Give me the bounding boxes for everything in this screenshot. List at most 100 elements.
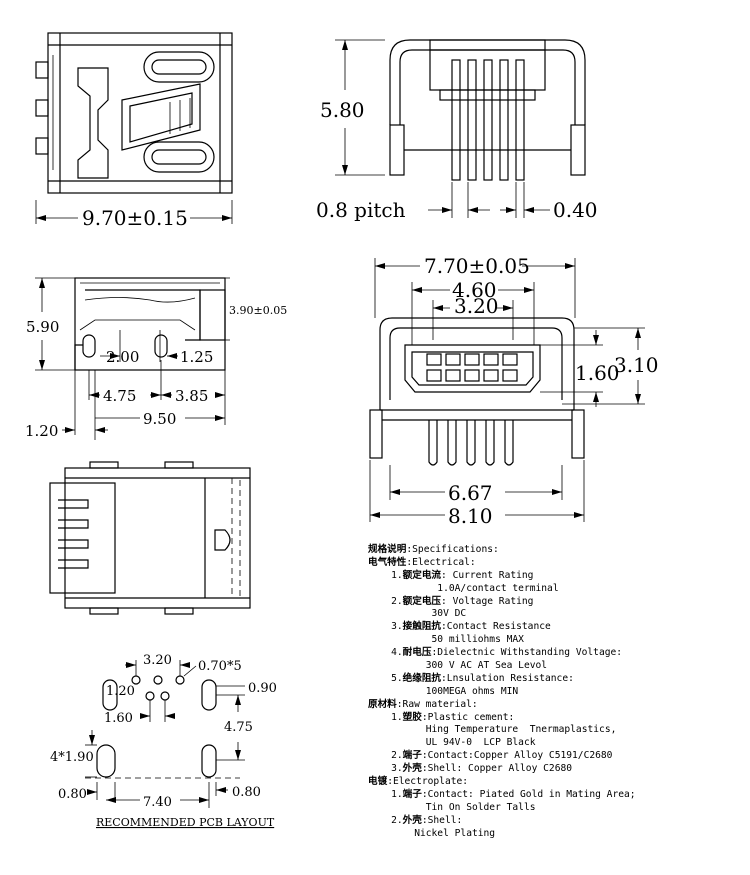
spec-label-cjk: 电气特性 [368, 556, 407, 568]
spec-index: 5. [368, 672, 403, 684]
spec-label-cjk: 额定电压 [402, 595, 442, 607]
dim-pcb-475: 4.75 [224, 720, 253, 735]
top-view-right: 5.80 0.8 pitch 0.40 [316, 39, 598, 222]
spec-line: UL 94V-0 LCP Black [368, 737, 748, 750]
spec-label-cjk: 原材料 [368, 698, 397, 710]
dim-pcb-120: 1.20 [106, 684, 135, 699]
bottom-view [49, 461, 251, 615]
spec-text: Tin On Solder Talls [368, 801, 536, 813]
spec-line: Hing Temperature Tnermaplastics, [368, 724, 748, 737]
spec-index: 1. [368, 711, 403, 723]
dim-side-390: 3.90±0.05 [229, 304, 287, 317]
dim-front-810: 8.10 [448, 504, 493, 528]
dim-pcb-080b: 0.80 [232, 785, 261, 800]
dim-front-667: 6.67 [448, 481, 493, 505]
spec-line: 电气特性:Electrical: [368, 557, 748, 570]
spec-text: 50 milliohms MAX [368, 634, 524, 646]
spec-line: 100MEGA ohms MIN [368, 686, 748, 699]
spec-text: :Contact:Copper Alloy C5191/C2680 [421, 750, 613, 762]
spec-label-cjk: 绝缘阻抗 [402, 672, 442, 684]
spec-text: 100MEGA ohms MIN [368, 685, 519, 697]
spec-line: 2.端子:Contact:Copper Alloy C5191/C2680 [368, 750, 748, 763]
spec-label-cjk: 塑胶 [402, 711, 422, 723]
spec-label-cjk: 耐电压 [402, 647, 432, 659]
spec-label-cjk: 规格说明 [368, 544, 407, 555]
spec-text: :Dielectnic Withstanding Voltage: [431, 647, 623, 659]
dim-pcb-080a: 0.80 [58, 787, 87, 802]
spec-line: 规格说明:Specifications: [368, 544, 748, 557]
spec-line: 5.绝缘阻抗:Lnsulation Resistance: [368, 673, 748, 686]
pins-front [428, 420, 514, 466]
spec-text: : Current Rating [441, 569, 534, 581]
spec-line: 原材料:Raw material: [368, 699, 748, 712]
pcb-layout-title: RECOMMENDED PCB LAYOUT [96, 816, 275, 829]
dim-width-top: 9.70±0.15 [82, 206, 188, 230]
dim-pcb-160: 1.60 [104, 711, 133, 726]
spec-text: :Contact: Piated Gold in Mating Area; [421, 788, 636, 800]
spec-label-cjk: 额定电流 [402, 569, 442, 581]
dim-side-120: 1.20 [25, 422, 58, 440]
spec-line: 50 milliohms MAX [368, 634, 748, 647]
spec-text: :Raw material: [396, 698, 478, 710]
spec-text: :Contact Resistance [441, 621, 551, 633]
spec-label-cjk: 电镀 [368, 776, 388, 788]
spec-line: 2.额定电压: Voltage Rating [368, 596, 748, 609]
spec-line: 电镀:Electroplate: [368, 776, 748, 789]
spec-index: 3. [368, 763, 403, 775]
dim-pitch: 0.8 pitch [316, 198, 406, 222]
spec-line: 30V DC [368, 608, 748, 621]
spec-index: 4. [368, 647, 403, 659]
spec-line: 1.塑胶:Plastic cement: [368, 712, 748, 725]
specifications-block: 规格说明:Specifications:电气特性:Electrical: 1.额… [368, 544, 748, 840]
spec-index: 3. [368, 621, 403, 633]
spec-text: Hing Temperature Tnermaplastics, [368, 724, 617, 736]
dim-side-200: 2.00 [106, 348, 139, 366]
spec-line: 3.接触阻抗:Contact Resistance [368, 621, 748, 634]
spec-text: :Electrical: [406, 556, 476, 568]
spec-index: 2. [368, 750, 403, 762]
spec-line: 4.耐电压:Dielectnic Withstanding Voltage: [368, 647, 748, 660]
spec-line: 3.外壳:Shell: Copper Alloy C2680 [368, 763, 748, 776]
spec-line: 1.0A/contact terminal [368, 583, 748, 596]
spec-text: :Shell: Copper Alloy C2680 [421, 763, 573, 775]
dim-pcb-190: 4*1.90 [50, 750, 94, 765]
spec-text: 1.0A/contact terminal [368, 582, 559, 594]
spec-index: 2. [368, 595, 403, 607]
dim-pcb-320: 3.20 [143, 653, 172, 668]
spec-text: :Plastic cement: [421, 711, 515, 723]
spec-text: :Electroplate: [387, 776, 469, 788]
spec-index: 1. [368, 788, 403, 800]
spec-index: 2. [368, 814, 403, 826]
spec-line: 2.外壳:Shell: [368, 815, 748, 828]
dim-pcb-090: 0.90 [248, 681, 277, 696]
spec-label-cjk: 外壳 [402, 814, 422, 826]
dim-side-385: 3.85 [175, 387, 208, 405]
dim-pin-width: 0.40 [553, 198, 598, 222]
spec-text: :Specifications: [406, 544, 499, 555]
spec-line: 300 V AC AT Sea Levol [368, 660, 748, 673]
spec-text: : Voltage Rating [441, 595, 534, 607]
spec-text: 300 V AC AT Sea Levol [368, 660, 548, 672]
spec-text: 30V DC [368, 608, 467, 620]
spec-label-cjk: 接触阻抗 [402, 621, 442, 633]
spec-label-cjk: 外壳 [402, 763, 422, 775]
spec-text: :Lnsulation Resistance: [441, 672, 574, 684]
dim-front-310: 3.10 [614, 353, 659, 377]
dim-side-590: 5.90 [26, 318, 59, 336]
top-view-left: 9.70±0.15 [35, 32, 233, 230]
spec-text: UL 94V-0 LCP Black [368, 737, 536, 749]
contacts-front [426, 353, 518, 382]
pcb-layout: 3.20 0.70*5 1.20 0.90 1.60 4.75 4*1.90 [50, 653, 277, 829]
dim-pcb-740: 7.40 [143, 795, 172, 810]
spec-text: :Shell: [421, 814, 463, 826]
dim-front-320: 3.20 [454, 294, 499, 318]
spec-label-cjk: 端子 [402, 750, 422, 762]
spec-text: Nickel Plating [368, 827, 496, 839]
spec-label-cjk: 端子 [402, 788, 422, 800]
side-view: 5.90 3.90±0.05 2.00 1.25 4.75 3.85 9.50 [25, 277, 287, 440]
dim-front-460: 4.60 [452, 278, 497, 302]
front-view: 7.70±0.05 4.60 3.20 3.10 1.60 [369, 254, 659, 528]
dim-side-475: 4.75 [103, 387, 136, 405]
spec-line: 1.端子:Contact: Piated Gold in Mating Area… [368, 789, 748, 802]
